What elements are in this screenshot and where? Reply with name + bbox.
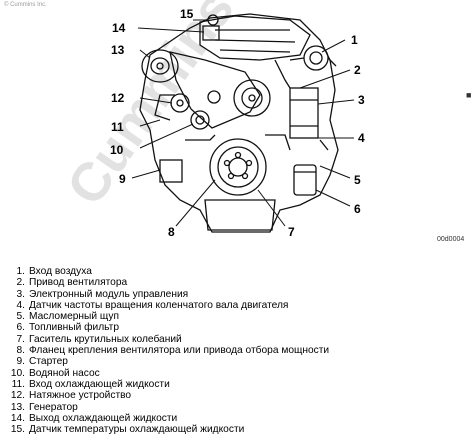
legend-number: 2.	[16, 277, 26, 289]
edge-marker: ■	[466, 90, 472, 100]
legend-text: Топливный фильтр	[29, 322, 119, 334]
callout-12: 12	[111, 91, 125, 105]
callout-5: 5	[354, 173, 361, 187]
legend-item: 2.Привод вентилятора	[8, 277, 329, 288]
legend-text: Масломерный щуп	[29, 311, 119, 323]
legend-number: 8.	[16, 345, 26, 357]
callout-7: 7	[288, 225, 295, 239]
parts-legend: 1.Вход воздуха 2.Привод вентилятора 3.Эл…	[8, 266, 329, 435]
legend-number: 9.	[16, 356, 26, 368]
figure-code: 00d0004	[437, 236, 465, 243]
legend-item: 8.Фланец крепления вентилятора или приво…	[8, 345, 330, 357]
legend-item: 12. Натяжное устройство	[8, 390, 329, 401]
callout-1: 1	[351, 33, 358, 47]
legend-item: 15. Датчик температуры охлаждающей жидкос…	[8, 424, 329, 435]
callout-15: 15	[180, 7, 194, 21]
legend-text: Датчик температуры охлаждающей жидкости	[29, 424, 245, 436]
legend-number: 10.	[10, 367, 25, 379]
callout-4: 4	[358, 131, 365, 145]
legend-text: Выход охлаждающей жидкости	[29, 412, 178, 424]
legend-text: Гаситель крутильных колебаний	[29, 333, 182, 345]
callout-11: 11	[111, 120, 124, 134]
legend-number: 5.	[16, 311, 26, 323]
legend-number: 11.	[11, 378, 25, 390]
legend-number: 1.	[16, 266, 26, 277]
legend-number: 15.	[10, 424, 25, 436]
legend-item: 7.Гаситель крутильных колебаний	[8, 334, 329, 345]
legend-text: Вход воздуха	[29, 266, 92, 277]
legend-text: Вход охлаждающей жидкости	[29, 378, 170, 390]
callout-8: 8	[168, 225, 175, 239]
legend-number: 13.	[10, 401, 25, 413]
legend-text: Стартер	[29, 356, 68, 368]
legend-text: Водяной насос	[29, 367, 100, 379]
copyright-text: © Cummins Inc.	[4, 2, 47, 8]
legend-number: 14.	[10, 412, 25, 424]
legend-number: 3.	[16, 288, 26, 300]
legend-item: 10. Водяной насос	[8, 368, 329, 379]
engine-outline	[139, 13, 339, 233]
legend-text: Фланец крепления вентилятора или привода…	[29, 345, 330, 357]
legend-number: 4.	[16, 299, 26, 311]
legend-number: 6.	[16, 322, 26, 334]
callout-13: 13	[111, 43, 125, 57]
legend-item: 13. Генератор	[8, 402, 329, 413]
legend-item: 1.Вход воздуха	[8, 266, 329, 277]
legend-text: Привод вентилятора	[29, 277, 128, 289]
legend-item: 6.Топливный фильтр	[8, 322, 329, 333]
callout-6: 6	[354, 202, 361, 216]
legend-item: 9.Стартер	[8, 356, 329, 367]
legend-item: 4.Датчик частоты вращения коленчатого ва…	[8, 300, 329, 311]
callout-10: 10	[110, 143, 124, 157]
legend-item: 3.Электронный модуль управления	[8, 289, 329, 300]
watermark: Cummins	[56, 0, 246, 216]
legend-number: 12.	[10, 390, 25, 402]
callout-9: 9	[119, 172, 126, 186]
engine-diagram: Cummins	[56, 0, 365, 239]
legend-text: Электронный модуль управления	[29, 288, 189, 300]
legend-text: Генератор	[29, 401, 78, 413]
legend-text: Натяжное устройство	[29, 390, 132, 402]
legend-item: 11. Вход охлаждающей жидкости	[8, 379, 329, 390]
callout-14: 14	[112, 21, 126, 35]
callout-2: 2	[354, 63, 361, 77]
legend-number: 7.	[16, 333, 26, 345]
legend-item: 5.Масломерный щуп	[8, 311, 329, 322]
callout-3: 3	[358, 93, 365, 107]
legend-text: Датчик частоты вращения коленчатого вала…	[29, 299, 289, 311]
legend-item: 14. Выход охлаждающей жидкости	[8, 413, 329, 424]
